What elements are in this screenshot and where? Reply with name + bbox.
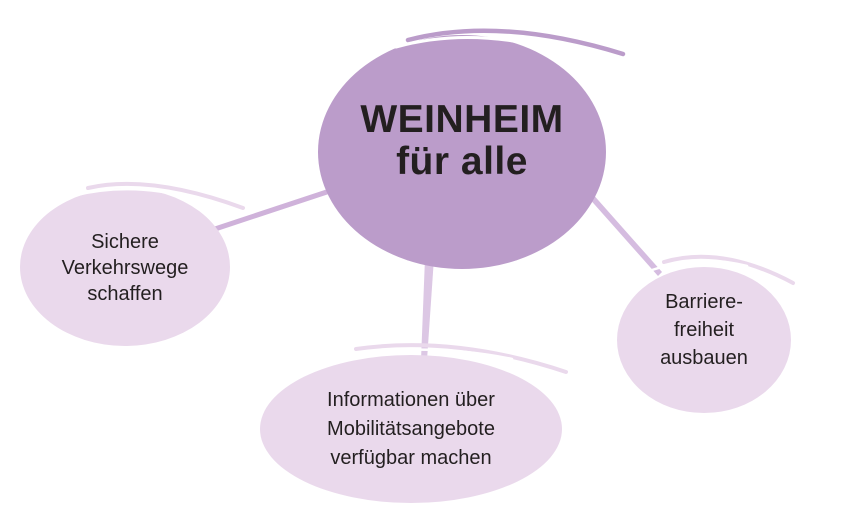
center-swoosh-highlight [394, 35, 554, 51]
connector-center-to-bottom [421, 258, 434, 360]
center-node-label: WEINHEIM für alle [360, 98, 564, 183]
connector-center-to-right [587, 192, 662, 276]
node-label-sichere-verkehrswege: Sichere Verkehrswege schaffen [61, 231, 189, 305]
bottom-node-swoosh-outer [354, 343, 568, 374]
node-ellipse-barrierefreiheit [617, 267, 791, 413]
right-node-swoosh-outer [662, 254, 795, 285]
left-node-swoosh-highlight [70, 187, 196, 201]
node-label-informationen: Informationen über Mobilitätsangebote ve… [327, 389, 495, 469]
bottom-node-swoosh-highlight [335, 348, 514, 361]
left-node-swoosh-outer [86, 181, 245, 210]
center-swoosh-outer [405, 28, 626, 57]
node-ellipse-informationen [260, 355, 562, 503]
connector-center-to-left [211, 179, 358, 233]
node-label-barrierefreiheit: Barriere- freiheit ausbauen [660, 291, 748, 369]
center-ellipse [318, 35, 606, 269]
right-node-swoosh-highlight [650, 259, 749, 272]
node-ellipse-sichere-verkehrswege [20, 188, 230, 346]
